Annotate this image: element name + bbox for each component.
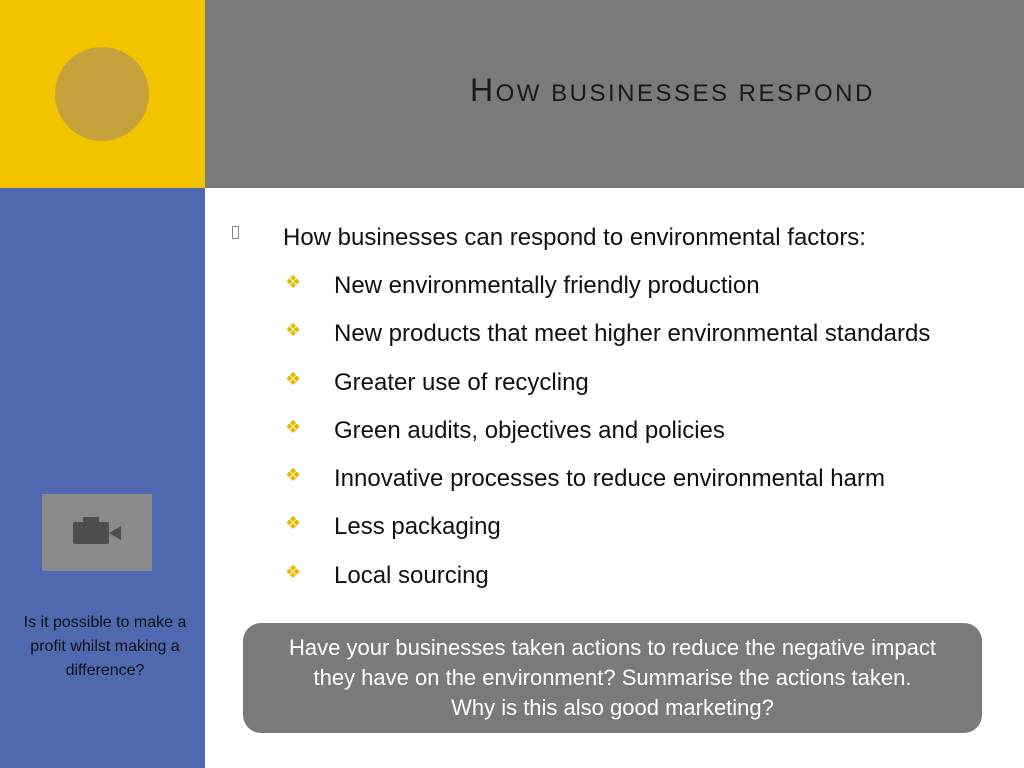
diamond-bullet-icon: ❖ [285,416,302,438]
decorative-circle [55,47,149,141]
list-item-text: Greater use of recycling [334,368,589,396]
list-item-text: Local sourcing [334,561,489,589]
content-area: How businesses can respond to environmen… [205,188,1024,768]
video-camera-icon [73,516,121,544]
bullet-box-icon [232,226,239,239]
list-item-text: Green audits, objectives and policies [334,416,725,444]
accent-yellow-block [0,0,205,188]
diamond-bullet-icon: ❖ [285,561,302,583]
diamond-bullet-icon: ❖ [285,272,302,293]
slide-title: HOW BUSINESSES RESPOND [470,72,875,108]
side-question-text: Is it possible to make a profit whilst m… [23,614,187,679]
list-item-text: Less packaging [334,513,501,541]
diamond-bullet-icon: ❖ [285,368,302,390]
callout-line-3: Why is this also good marketing? [451,695,774,720]
diamond-bullet-icon: ❖ [285,513,302,535]
side-panel [0,188,205,768]
diamond-bullet-icon: ❖ [285,320,302,342]
title-bar [205,0,1024,188]
list-item-text: Innovative processes to reduce environme… [334,465,885,493]
discussion-callout: Have your businesses taken actions to re… [243,623,982,733]
callout-line-1: Have your businesses taken actions to re… [289,635,936,660]
list-item-text: New products that meet higher environmen… [334,320,931,348]
list-item-text: New environmentally friendly production [334,272,760,299]
video-placeholder[interactable] [42,494,152,571]
diamond-bullet-icon: ❖ [285,465,302,487]
main-bullet-text: How businesses can respond to environmen… [283,224,866,251]
callout-line-2: they have on the environment? Summarise … [313,665,912,690]
